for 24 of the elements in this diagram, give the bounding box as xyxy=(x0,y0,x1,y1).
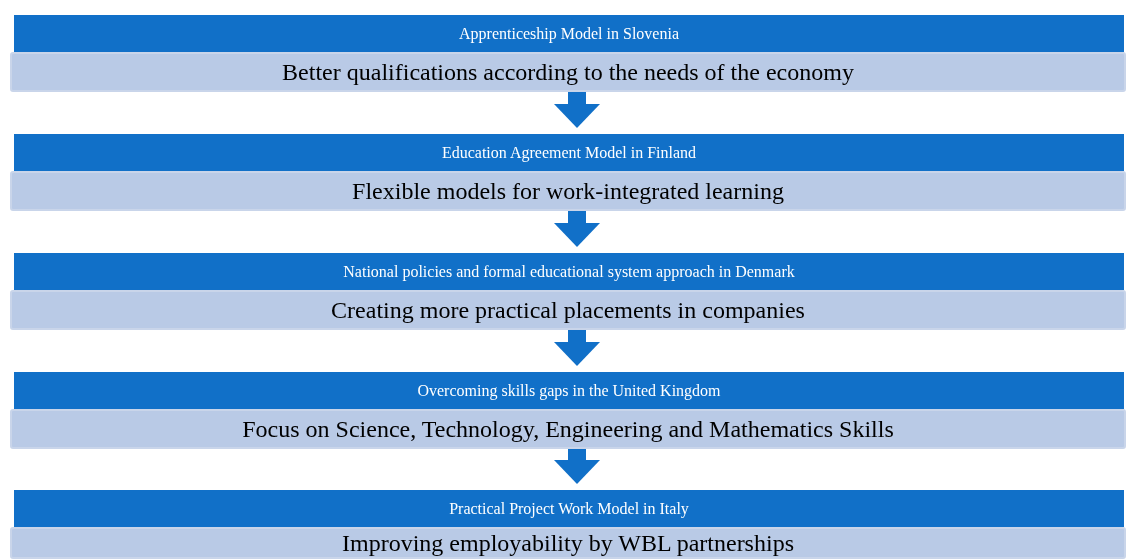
down-arrow xyxy=(554,449,600,484)
heading-text: Education Agreement Model in Finland xyxy=(441,144,697,161)
header-band xyxy=(14,372,1124,409)
down-arrow xyxy=(554,92,600,128)
header-band xyxy=(14,253,1124,290)
statement-band xyxy=(10,409,1126,449)
statement-text: Focus on Science, Technology, Engineering and Mathematics Skills xyxy=(242,417,894,441)
header-band xyxy=(14,490,1124,527)
statement-band xyxy=(10,52,1126,92)
statement-text: Flexible models for work-integrated learning xyxy=(352,179,784,203)
header-band xyxy=(14,15,1124,52)
heading-text: Apprenticeship Model in Slovenia xyxy=(459,25,679,42)
statement-text: Creating more practical placements in companies xyxy=(331,298,805,322)
statement-band xyxy=(10,290,1126,330)
statement-text: Better qualifications according to the needs of the economy xyxy=(282,60,854,84)
statement-text: Improving employability by WBL partnerships xyxy=(342,531,794,555)
down-arrow xyxy=(554,211,600,247)
heading-text: National policies and formal educational system approach in Denmark xyxy=(343,263,795,280)
heading-text: Practical Project Work Model in Italy xyxy=(449,500,689,517)
down-arrow xyxy=(554,330,600,366)
heading-text: Overcoming skills gaps in the United Kingdom xyxy=(417,382,721,399)
statement-band xyxy=(10,171,1126,211)
statement-band xyxy=(10,527,1126,559)
header-band xyxy=(14,134,1124,171)
